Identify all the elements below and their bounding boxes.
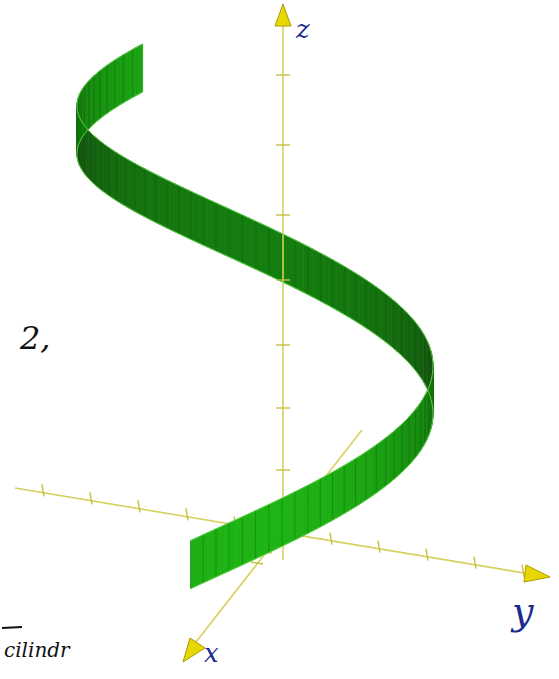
- axis-label: z: [296, 16, 310, 42]
- pen-stroke: [2, 627, 22, 628]
- helicoid-band-front: [77, 44, 433, 589]
- axis-label: x: [204, 640, 219, 666]
- handwritten-note: 2,: [20, 322, 51, 354]
- coordinate-axes: [15, 4, 550, 662]
- axis-label: y: [512, 592, 533, 630]
- handwritten-note: cilindr: [4, 640, 70, 660]
- helicoid-band-back: [77, 106, 433, 414]
